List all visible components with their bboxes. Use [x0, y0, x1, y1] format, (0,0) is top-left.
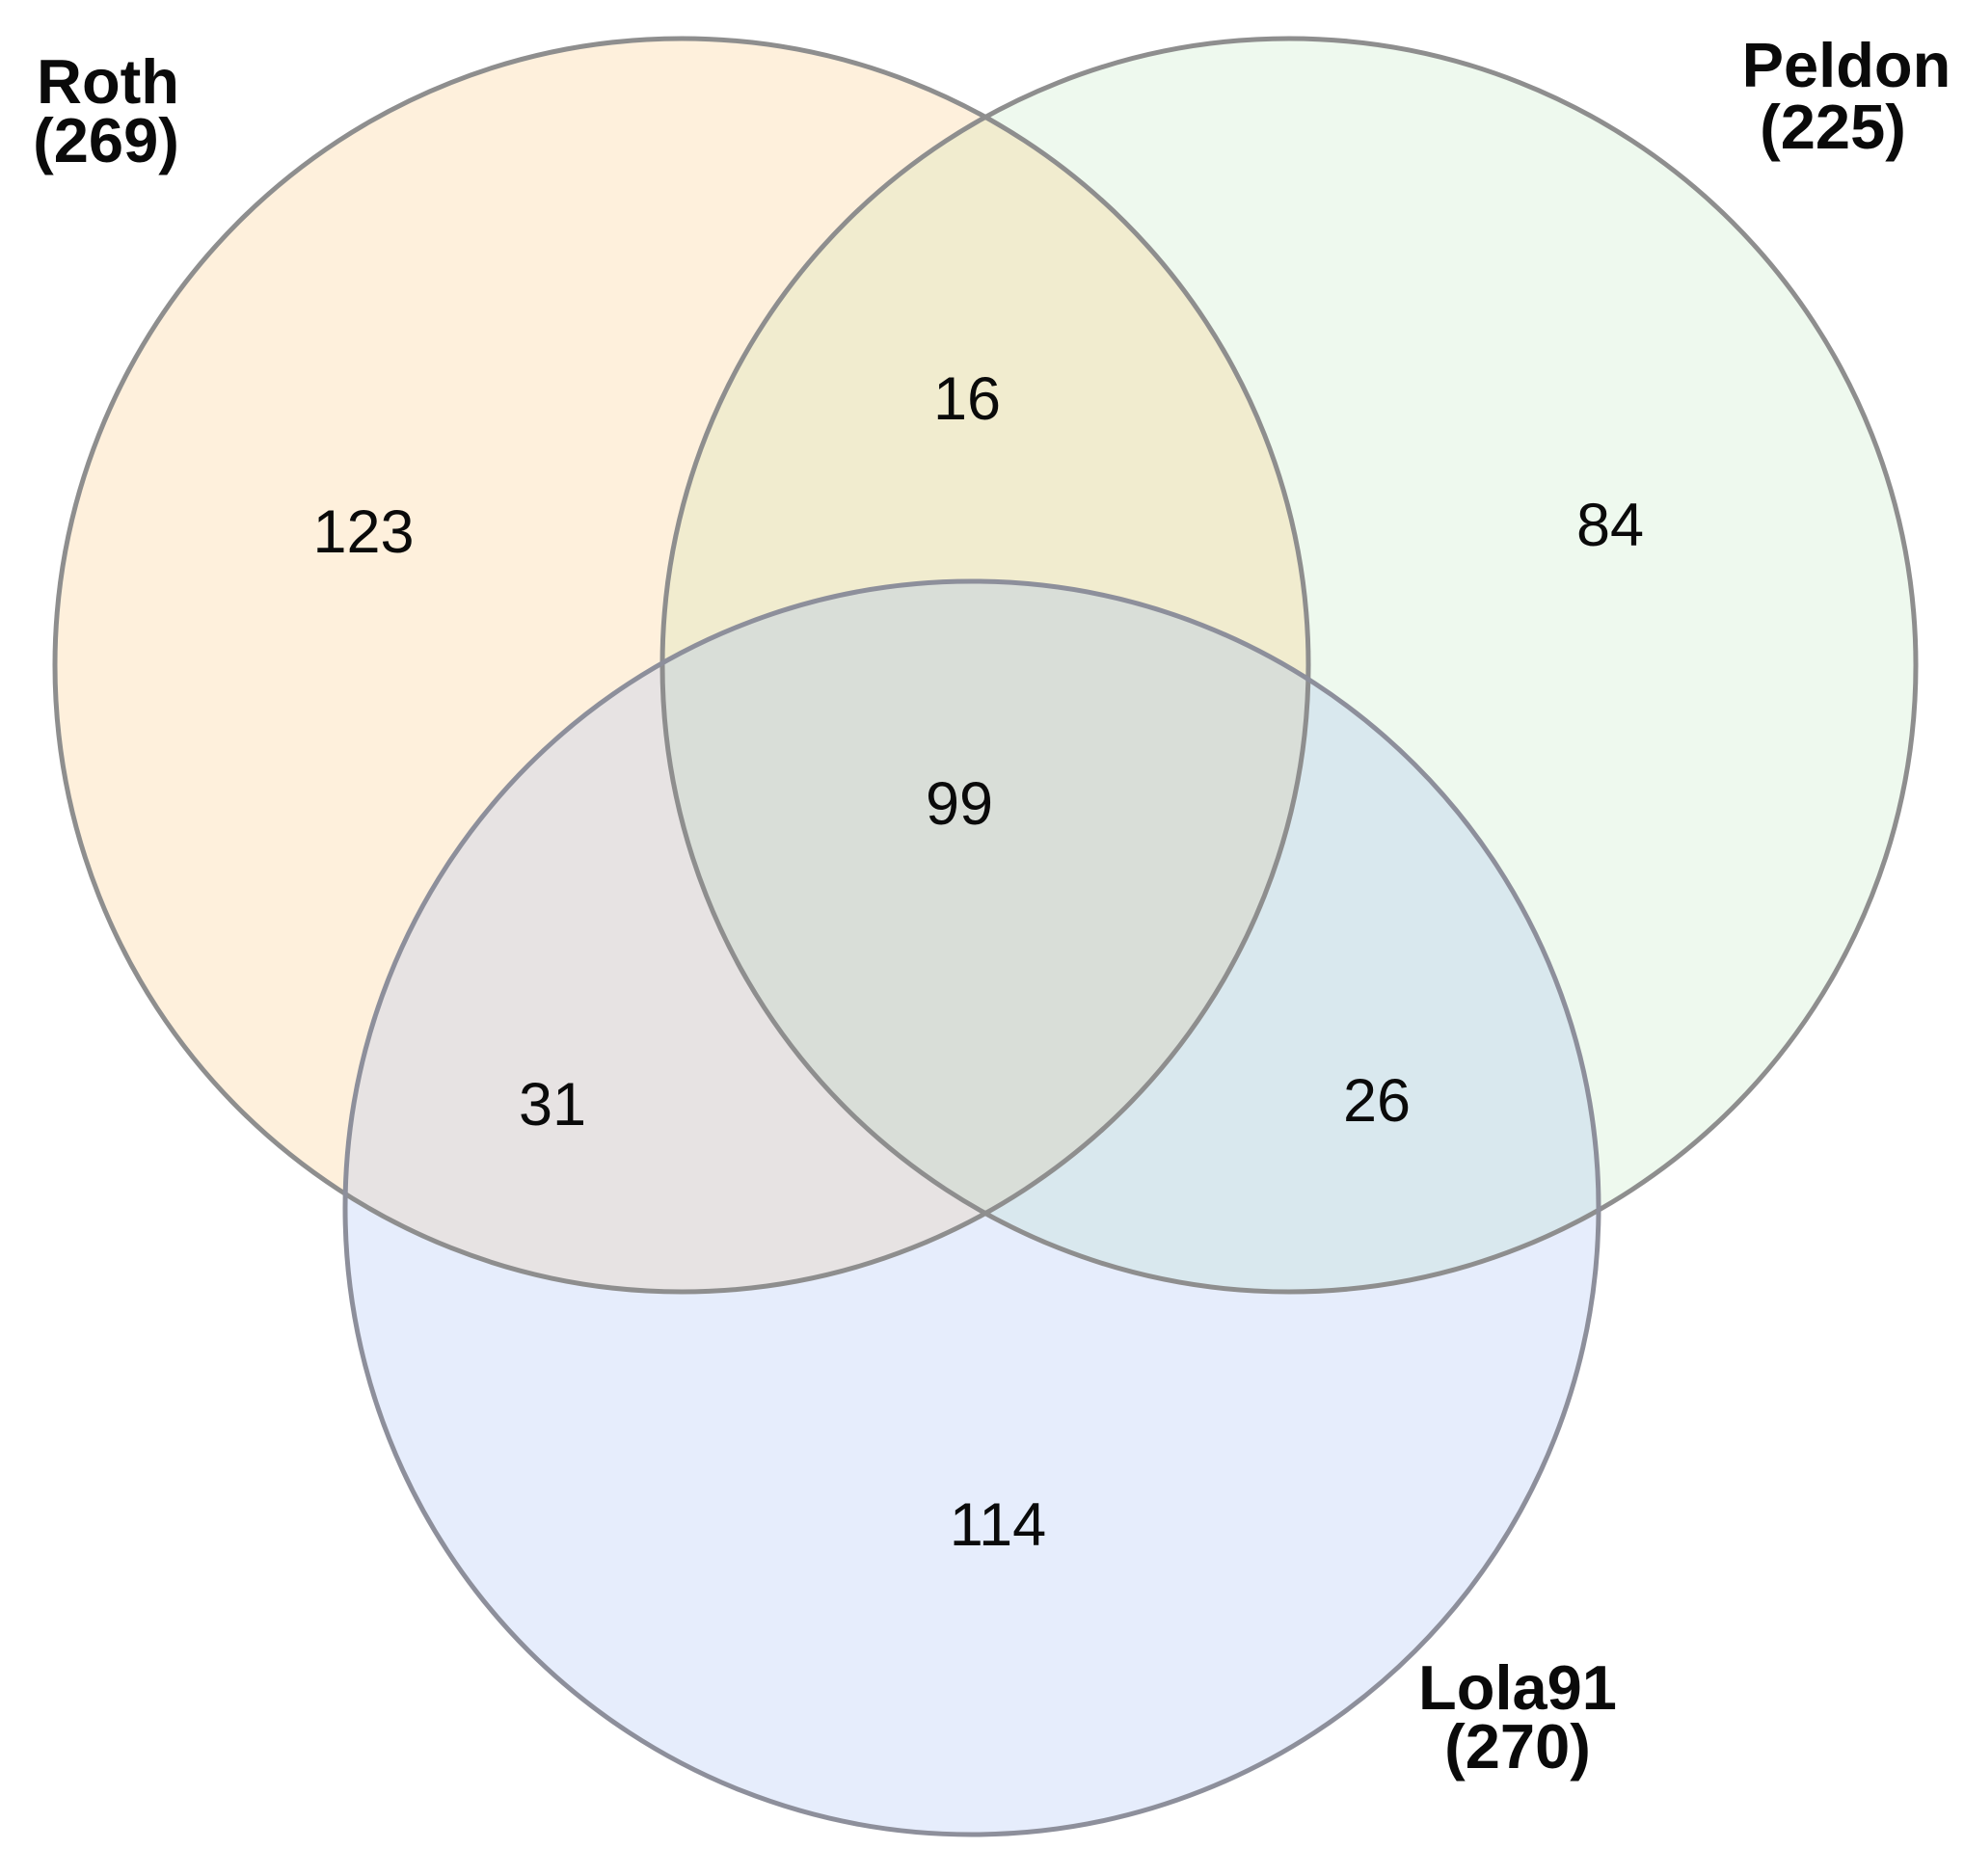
roth-label: Roth: [37, 46, 179, 117]
lola91-label: Lola91: [1418, 1652, 1617, 1723]
count-roth-peldon: 16: [933, 365, 1001, 433]
count-roth-only: 123: [312, 498, 414, 566]
peldon-label: Peldon: [1742, 30, 1951, 100]
peldon-total: (225): [1760, 92, 1906, 162]
lola91-circle-outline: [342, 578, 1601, 1837]
roth-total: (269): [33, 105, 179, 175]
count-lola91-only: 114: [950, 1491, 1046, 1559]
lola91-total: (270): [1444, 1711, 1591, 1782]
count-peldon-only: 84: [1576, 492, 1644, 559]
count-roth-lola91: 31: [519, 1071, 586, 1139]
count-peldon-lola91: 26: [1343, 1067, 1411, 1135]
roth-circle-outline: [52, 36, 1311, 1295]
count-all-three: 99: [926, 770, 993, 838]
